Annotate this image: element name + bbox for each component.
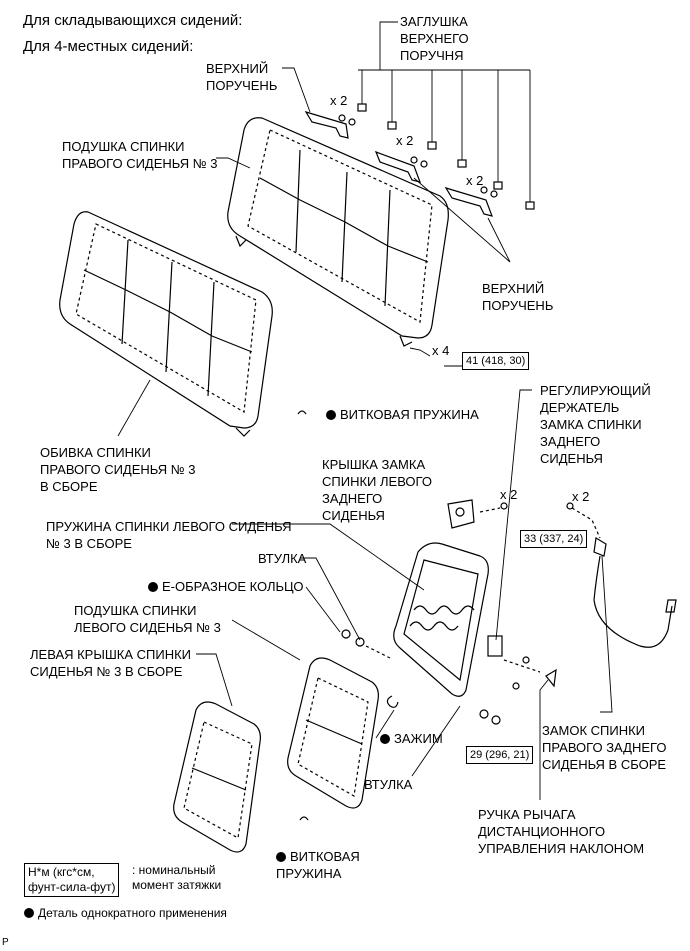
torque-unit-legend-box: Н*м (кгс*см, фунт-сила-фут): [24, 863, 120, 897]
single-use-legend-text: Деталь однократного применения: [38, 906, 227, 920]
coil-spring-upper-part: [297, 410, 307, 415]
quantity-label: x 2: [572, 489, 590, 504]
quantity-label: x 2: [466, 173, 484, 188]
quantity-label: x 2: [500, 487, 518, 502]
left-lock-cover-part: [447, 499, 508, 529]
left-seatback-cover-part: [173, 701, 261, 853]
header-line2: Для 4-местных сидений:: [23, 38, 194, 55]
e-ring-text: Е-ОБРАЗНОЕ КОЛЬЦО: [162, 579, 304, 594]
torque-box: 41 (418, 30): [462, 352, 530, 370]
header-line1: Для складывающихся сидений:: [23, 12, 243, 29]
upper-armrest-cap-label: ЗАГЛУШКА ВЕРХНЕГО ПОРУЧНЯ: [400, 14, 469, 63]
torque-unit-legend-text: : номинальный момент затяжки: [132, 863, 222, 892]
leader-lines-upper: [117, 21, 531, 437]
single-use-dot: [24, 908, 34, 918]
right-lock-assy-label: ЗАМОК СПИНКИ ПРАВОГО ЗАДНЕГО СИДЕНЬЯ В С…: [542, 723, 667, 772]
recline-lever-knob-label: РУЧКА РЫЧАГА ДИСТАНЦИОННОГО УПРАВЛЕНИЯ Н…: [478, 807, 645, 856]
left-lock-cover-label: КРЫШКА ЗАМКА СПИНКИ ЛЕВОГО ЗАДНЕГО СИДЕН…: [322, 457, 432, 523]
coil-spring-text-2: ВИТКОВАЯ ПРУЖИНА: [276, 849, 360, 881]
right-seatback-cover-part: [59, 211, 273, 437]
adjusting-holder-label: РЕГУЛИРУЮЩИЙ ДЕРЖАТЕЛЬ ЗАМКА СПИНКИ ЗАДН…: [540, 383, 651, 466]
right-seatback-pad-part: [227, 117, 449, 347]
bushing-label-1: ВТУЛКА: [258, 551, 307, 566]
single-use-dot: [148, 582, 158, 592]
right-seatback-pad-label: ПОДУШКА СПИНКИ ПРАВОГО СИДЕНЬЯ № 3: [62, 139, 218, 171]
left-seatback-spring-part: [393, 542, 503, 697]
e-ring-label: Е-ОБРАЗНОЕ КОЛЬЦО: [148, 578, 304, 595]
clip-text: ЗАЖИМ: [394, 731, 443, 746]
small-hardware-parts: [299, 629, 557, 821]
single-use-dot: [380, 734, 390, 744]
right-seatback-cover-label: ОБИВКА СПИНКИ ПРАВОГО СИДЕНЬЯ № 3 В СБОР…: [40, 445, 196, 494]
quantity-label: x 4: [432, 343, 450, 358]
right-lock-cable-part: [566, 502, 677, 648]
upper-armrest-top-label: ВЕРХНИЙ ПОРУЧЕНЬ: [206, 61, 278, 93]
torque-box: 33 (337, 24): [520, 530, 588, 548]
leader-lines-lower: [196, 389, 613, 800]
coil-spring-label-1: ВИТКОВАЯ ПРУЖИНА: [326, 406, 479, 423]
clip-label: ЗАЖИМ: [380, 730, 443, 747]
left-seatback-pad-label: ПОДУШКА СПИНКИ ЛЕВОГО СИДЕНЬЯ № 3: [74, 603, 221, 635]
quantity-label: x 2: [396, 133, 414, 148]
left-seatback-pad-part: [287, 657, 379, 809]
quantity-label: x 2: [330, 93, 348, 108]
single-use-dot: [276, 852, 286, 862]
upper-armrest-parts: [304, 103, 535, 217]
single-use-legend: Деталь однократного применения: [24, 905, 227, 922]
coil-spring-text-1: ВИТКОВАЯ ПРУЖИНА: [340, 407, 479, 422]
bushing-label-2: ВТУЛКА: [364, 777, 413, 792]
coil-spring-label-2: ВИТКОВАЯ ПРУЖИНА: [276, 848, 360, 882]
torque-box: 29 (296, 21): [466, 746, 534, 764]
left-seatback-cover-label: ЛЕВАЯ КРЫШКА СПИНКИ СИДЕНЬЯ № 3 В СБОРЕ: [30, 647, 192, 679]
single-use-dot: [326, 410, 336, 420]
corner-mark: P: [2, 937, 9, 948]
left-seatback-spring-label: ПРУЖИНА СПИНКИ ЛЕВОГО СИДЕНЬЯ № 3 В СБОР…: [46, 519, 292, 551]
upper-armrest-right-label: ВЕРХНИЙ ПОРУЧЕНЬ: [482, 281, 554, 313]
